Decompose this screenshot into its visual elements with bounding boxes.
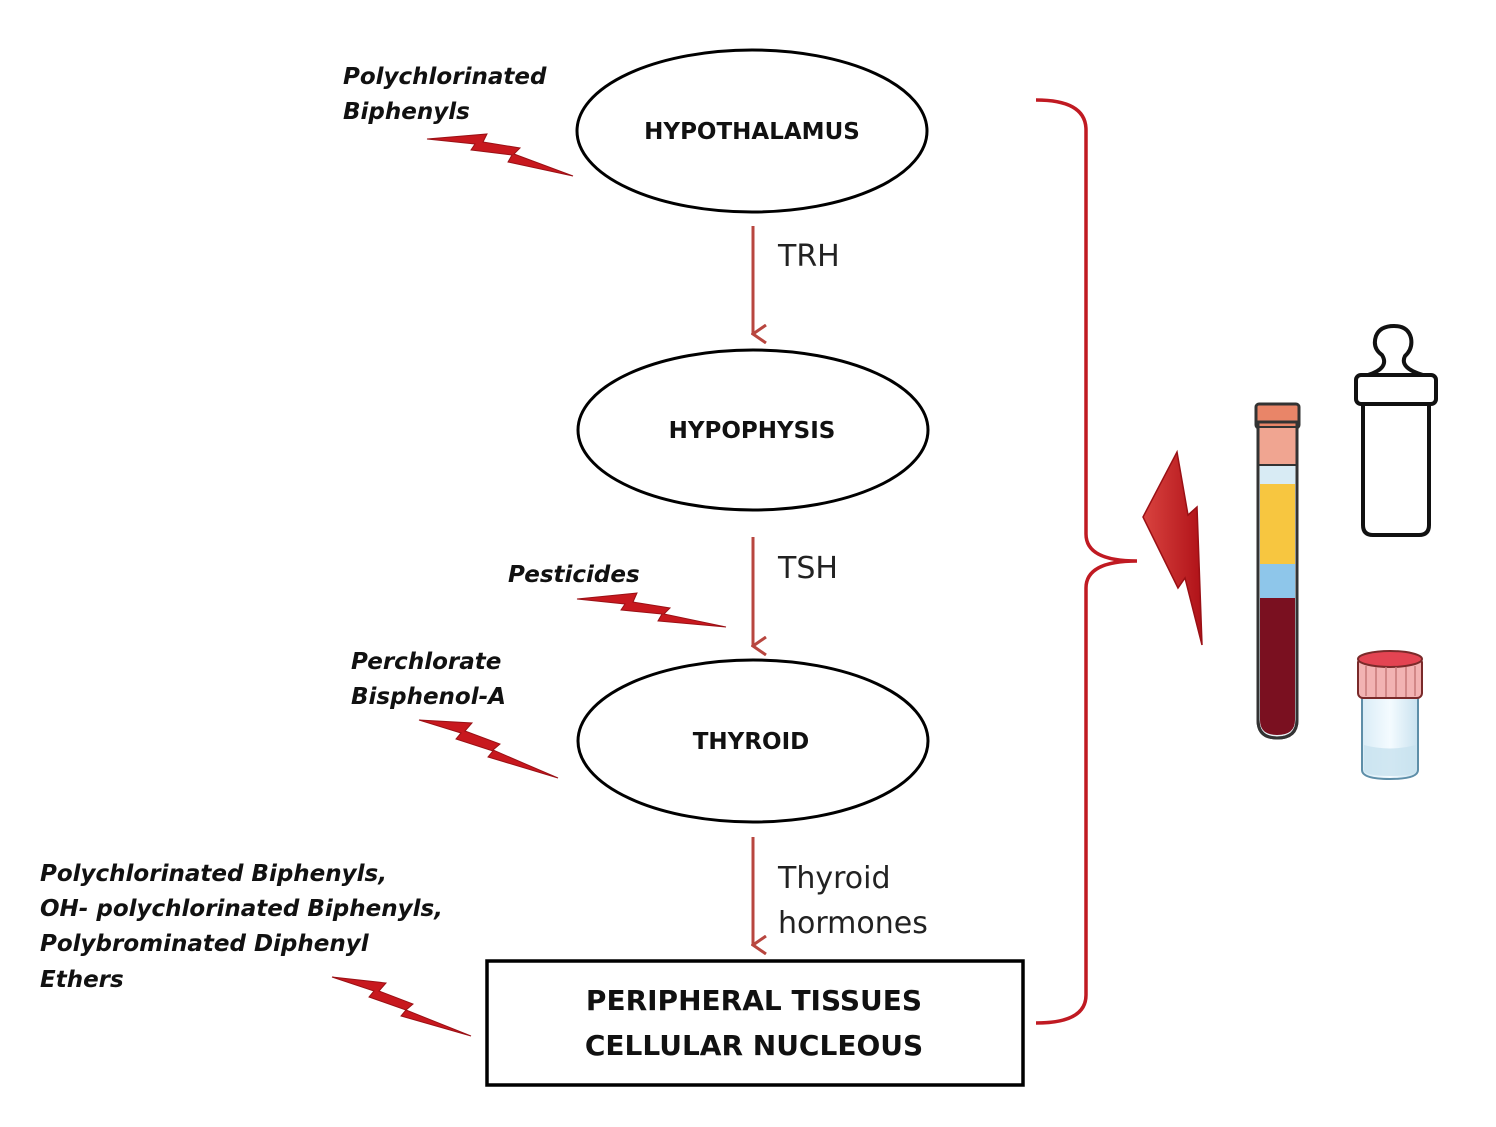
peripheral-disruptors: Polychlorinated Biphenyls, OH- polychlor… [40,861,443,993]
disruptor-label: Polychlorinated [343,64,547,90]
hypophysis-ellipse [576,348,930,512]
blood-sample-tube-icon [1254,402,1301,740]
disruptor-label: Polybrominated Diphenyl [40,931,370,957]
hypophysis-label: HYPOPHYSIS [669,418,836,444]
disruptor-label: Bisphenol-A [351,684,506,710]
lightning-bolt-icon [426,133,574,177]
tsh-label: TSH [777,551,838,586]
disruptor-label: Pesticides [508,562,640,588]
disruptor-label: Perchlorate [351,649,501,675]
bracket-icon [1035,98,1138,1025]
pesticides-disruptors: Pesticides [508,562,640,588]
lightning-bolt-icon [331,976,472,1037]
tsh-arrow: TSH [753,537,838,646]
disruptor-label: Polychlorinated Biphenyls, [40,861,387,887]
disruptor-label: Ethers [40,967,124,993]
peripheral-tissues-label: PERIPHERAL TISSUES [586,984,922,1017]
hypothalamus-node: HYPOTHALAMUS [575,48,929,214]
disruptor-label: Biphenyls [343,99,470,125]
trh-label: TRH [777,239,840,274]
hypothalamus-ellipse [575,48,929,214]
thyroid-hormones-label-line1: Thyroid [777,861,891,896]
peripheral-tissues-box [485,959,1025,1087]
thyroid-node: THYROID [576,658,930,824]
thyroid-hormones-arrow: Thyroid hormones [753,837,928,945]
trh-arrow: TRH [753,226,840,334]
lightning-bolt-icon [1142,449,1203,646]
baby-bottle-icon [1354,324,1438,537]
hypothalamus-disruptors: Polychlorinated Biphenyls [343,64,547,125]
thyroid-ellipse [576,658,930,824]
cellular-nucleous-label: CELLULAR NUCLEOUS [585,1029,923,1062]
urine-sample-container-icon [1357,650,1423,781]
hypophysis-node: HYPOPHYSIS [576,348,930,512]
thyroid-hormones-label-line2: hormones [778,906,928,941]
lightning-bolt-icon [576,592,727,628]
thyroid-disruptors: Perchlorate Bisphenol-A [351,649,506,710]
thyroid-label: THYROID [693,729,810,755]
hypothalamus-label: HYPOTHALAMUS [644,119,860,145]
peripheral-tissues-node: PERIPHERAL TISSUES CELLULAR NUCLEOUS [485,959,1025,1087]
disruptor-label: OH- polychlorinated Biphenyls, [40,896,443,922]
lightning-bolt-icon [418,719,559,779]
